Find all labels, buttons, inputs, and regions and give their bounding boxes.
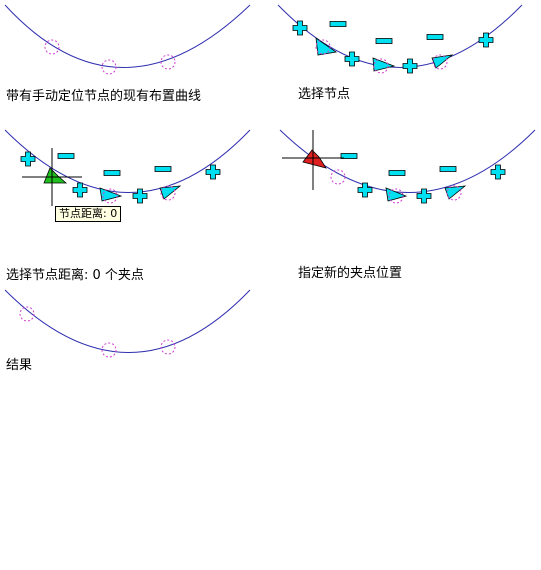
panel-2-select-node <box>277 4 523 74</box>
minus-grip-icon[interactable] <box>103 170 121 176</box>
node-circle-icon <box>160 54 176 70</box>
node-circle-icon <box>160 185 176 201</box>
node-distance-tooltip: 节点距离: 0 <box>55 206 122 222</box>
active-grip-icon[interactable] <box>43 167 68 184</box>
node-circle-icon <box>432 54 448 70</box>
layout-curve <box>277 4 523 68</box>
hot-grip-icon[interactable] <box>302 149 327 169</box>
plus-grip-icon[interactable] <box>20 151 36 167</box>
minus-grip-icon[interactable] <box>439 166 457 172</box>
node-circle-icon <box>315 39 331 55</box>
node-circle-icon <box>388 188 404 204</box>
node-circle-icon <box>160 339 176 355</box>
triangle-grip-icon[interactable] <box>372 57 396 72</box>
plus-grip-icon[interactable] <box>205 164 221 180</box>
plus-grip-icon[interactable] <box>344 51 360 67</box>
caption-panel-4: 指定新的夹点位置 <box>298 266 403 281</box>
plus-grip-icon[interactable] <box>357 182 373 198</box>
plus-grip-icon[interactable] <box>292 20 308 36</box>
panel-5-result <box>4 289 251 358</box>
plus-grip-icon[interactable] <box>490 164 506 180</box>
caption-panel-5: 结果 <box>6 358 33 373</box>
minus-grip-icon[interactable] <box>154 166 172 172</box>
panel-4-new-grip-position <box>279 129 536 204</box>
triangle-grip-icon[interactable] <box>315 37 338 56</box>
minus-grip-icon[interactable] <box>375 38 393 44</box>
minus-grip-icon[interactable] <box>388 170 406 176</box>
layout-curve <box>4 4 251 68</box>
node-circle-icon <box>101 59 117 75</box>
crosshair-icon <box>22 148 82 206</box>
panel-3-node-distance <box>4 129 251 206</box>
panel-1-existing-curve <box>4 4 251 75</box>
caption-panel-2: 选择节点 <box>298 87 351 102</box>
minus-grip-icon[interactable] <box>426 34 444 40</box>
triangle-grip-icon[interactable] <box>385 187 408 202</box>
minus-grip-icon[interactable] <box>329 21 347 27</box>
node-circle-icon <box>19 306 35 322</box>
layout-curve <box>4 129 251 193</box>
plus-grip-icon[interactable] <box>478 32 494 48</box>
triangle-grip-icon[interactable] <box>159 185 182 200</box>
plus-grip-icon[interactable] <box>402 58 418 74</box>
layout-curve <box>4 289 251 353</box>
caption-panel-1: 带有手动定位节点的现有布置曲线 <box>6 89 202 104</box>
node-circle-icon <box>44 39 60 55</box>
node-circle-icon <box>330 169 346 185</box>
crosshair-icon <box>282 130 344 190</box>
node-circle-icon <box>373 58 389 74</box>
node-circle-icon <box>102 188 118 204</box>
node-circle-icon <box>446 185 462 201</box>
triangle-grip-icon[interactable] <box>99 187 123 202</box>
node-circle-icon <box>101 342 117 358</box>
plus-grip-icon[interactable] <box>72 182 88 198</box>
caption-panel-3: 选择节点距离: 0 个夹点 <box>6 268 144 283</box>
triangle-grip-icon[interactable] <box>431 54 454 69</box>
minus-grip-icon[interactable] <box>57 153 75 159</box>
